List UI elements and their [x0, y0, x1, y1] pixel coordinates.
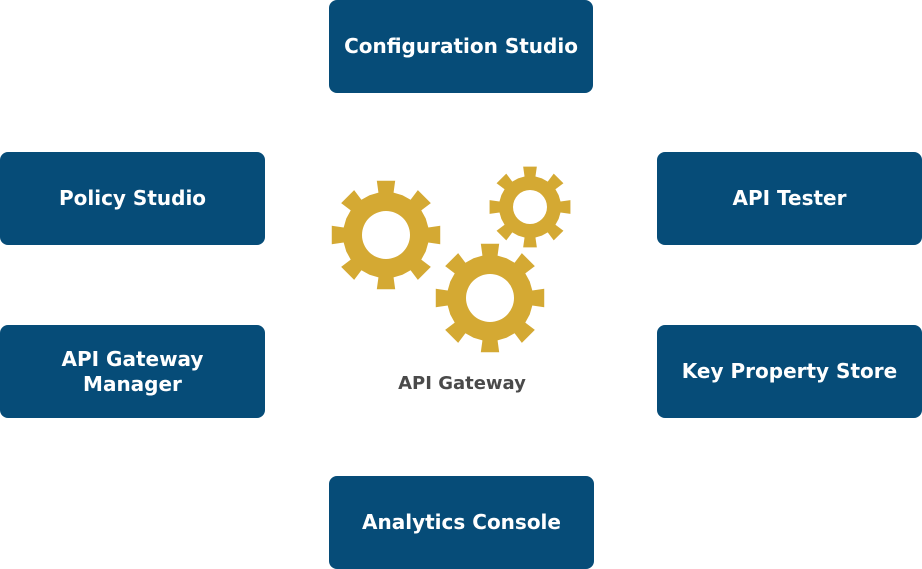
configuration-studio-box: Configuration Studio [329, 0, 593, 93]
analytics-console-box: Analytics Console [329, 476, 594, 569]
api-tester-box: API Tester [657, 152, 922, 245]
gear-medium-icon [435, 243, 545, 353]
gear-small-icon [489, 166, 571, 248]
key-property-store-box: Key Property Store [657, 325, 922, 418]
policy-studio-box: Policy Studio [0, 152, 265, 245]
gear-large-icon [331, 180, 441, 290]
api-gateway-manager-box: API Gateway Manager [0, 325, 265, 418]
api-gateway-label: API Gateway [398, 373, 526, 394]
